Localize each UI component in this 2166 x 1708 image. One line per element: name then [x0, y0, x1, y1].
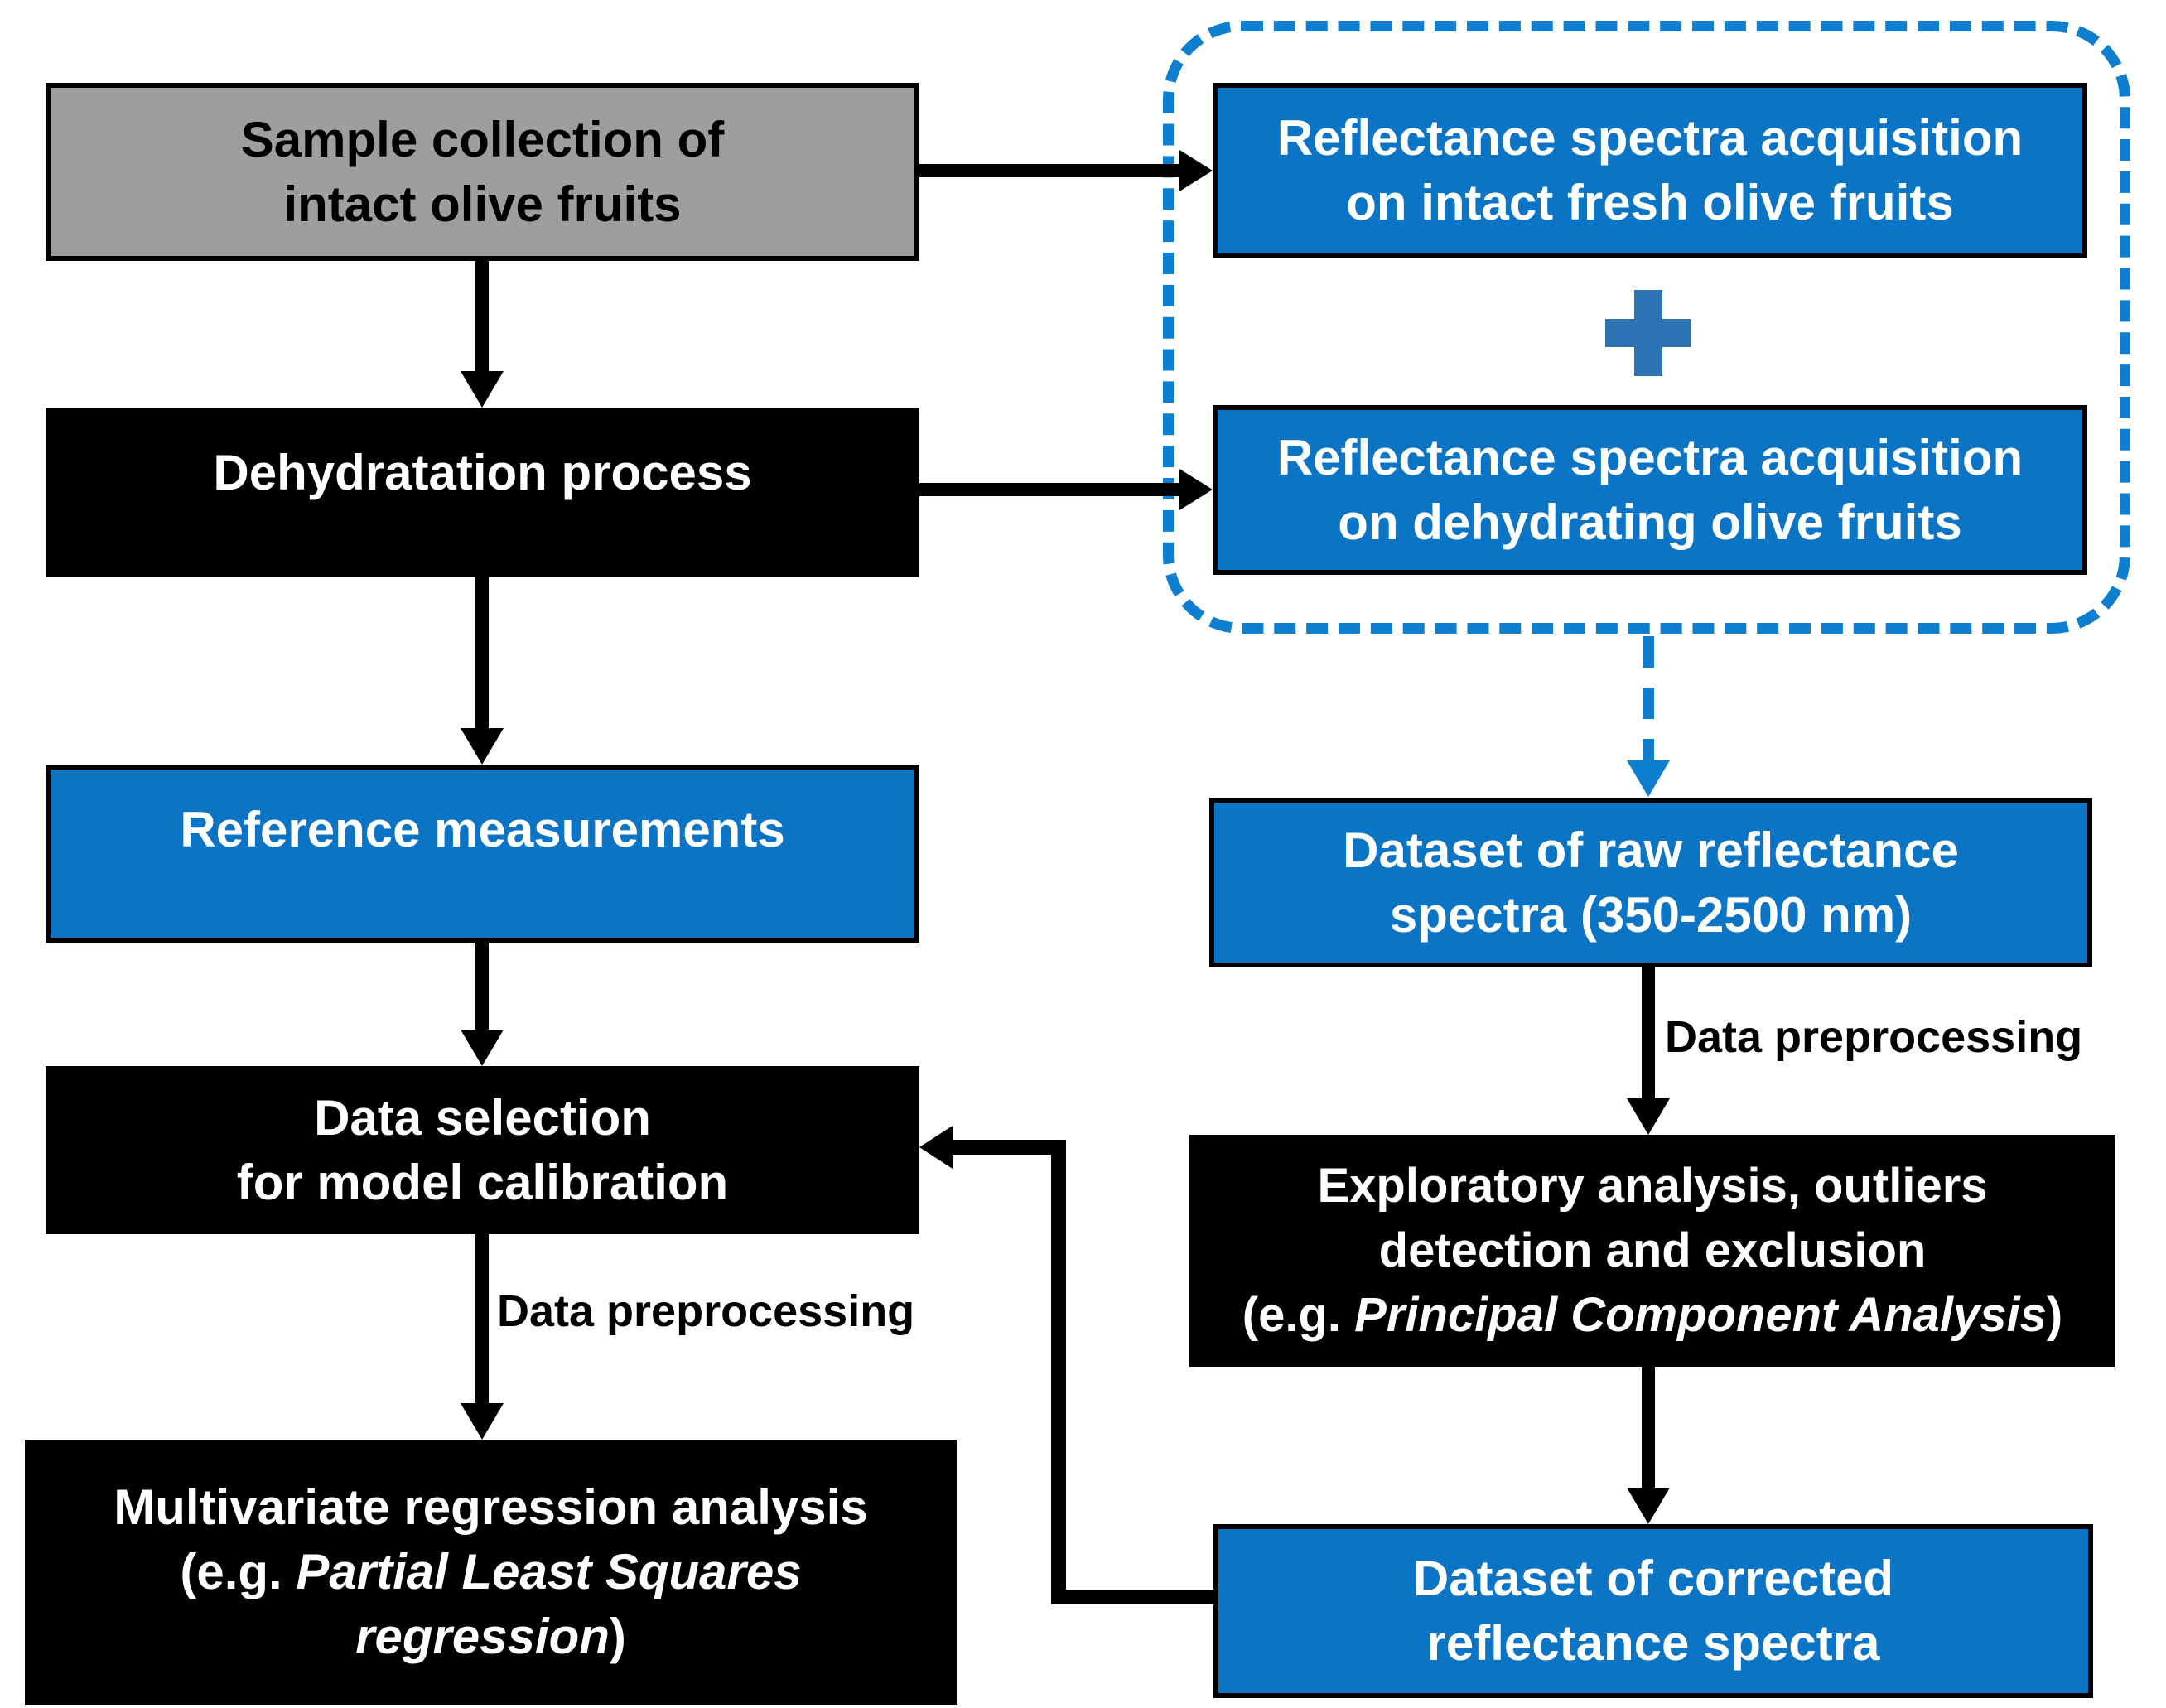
arrow-sample-to-acquisition-head	[1179, 150, 1213, 191]
box-dataset-raw-line1: Dataset of raw reflectance	[1343, 822, 1959, 878]
box-sample-collection-line1: Sample collection of	[240, 111, 725, 167]
arrow-raw-to-exploratory-stem	[1642, 967, 1655, 1100]
box-dataset-corrected-line1: Dataset of corrected	[1412, 1551, 1894, 1606]
arrow-sample-to-dehydratation-head	[461, 371, 504, 408]
box-exploratory-analysis-line2: detection and exclusion	[1378, 1223, 1927, 1277]
box-sample-collection-line2: intact olive fruits	[283, 176, 682, 232]
box-acquisition-dehydrating: Reflectance spectra acquisition on dehyd…	[1213, 405, 2087, 575]
feedback-arrow-bottom-segment	[1051, 1590, 1213, 1604]
box-acquisition-fresh: Reflectance spectra acquisition on intac…	[1213, 83, 2087, 258]
dashed-arrow-group-to-raw-stem	[1643, 636, 1654, 762]
arrow-exploratory-to-corrected-stem	[1642, 1367, 1655, 1489]
box-dataset-corrected-line2: reflectance spectra	[1426, 1615, 1880, 1671]
box-exploratory-analysis-line3: (e.g. Principal Component Analysis)	[1242, 1288, 2063, 1342]
label-data-preprocessing-right: Data preprocessing	[1665, 1012, 2083, 1062]
arrow-sample-to-dehydratation-stem	[475, 261, 489, 373]
box-dataset-corrected: Dataset of corrected reflectance spectra	[1213, 1524, 2093, 1698]
box-acquisition-dehydrating-line1: Reflectance spectra acquisition	[1276, 429, 2024, 485]
arrow-raw-to-exploratory-head	[1627, 1098, 1670, 1135]
box-multivariate-regression-line3: regression)	[355, 1609, 626, 1664]
box-acquisition-fresh-line1: Reflectance spectra acquisition	[1276, 110, 2024, 166]
box-data-selection: Data selection for model calibration	[46, 1066, 919, 1234]
box-exploratory-analysis-line1: Exploratory analysis, outliers	[1317, 1159, 1988, 1213]
arrow-dehydratation-to-reference-stem	[475, 577, 489, 730]
plus-icon	[1605, 290, 1691, 376]
plus-icon-vertical-bar	[1634, 290, 1662, 376]
arrow-dehydratation-to-reference-head	[461, 728, 504, 765]
arrow-dehydratation-to-acquisition-head	[1179, 469, 1213, 510]
arrow-selection-to-multivariate-stem	[475, 1234, 489, 1405]
feedback-arrow-vertical-segment	[1051, 1140, 1066, 1604]
arrow-dehydratation-to-acquisition-stem	[919, 483, 1181, 496]
box-multivariate-regression: Multivariate regression analysis (e.g. P…	[25, 1440, 957, 1705]
label-data-preprocessing-left: Data preprocessing	[497, 1286, 915, 1336]
box-sample-collection: Sample collection of intact olive fruits	[46, 83, 919, 261]
arrow-reference-to-selection-stem	[475, 943, 489, 1031]
box-dehydratation-process: Dehydratation process	[46, 408, 919, 577]
feedback-arrow-head	[919, 1126, 953, 1169]
dashed-arrow-group-to-raw-head	[1627, 760, 1670, 797]
box-acquisition-dehydrating-line2: on dehydrating olive fruits	[1338, 494, 1962, 550]
arrow-exploratory-to-corrected-head	[1627, 1488, 1670, 1524]
box-dataset-raw-line2: spectra (350-2500 nm)	[1389, 886, 1913, 943]
box-data-selection-line1: Data selection	[314, 1089, 651, 1146]
box-multivariate-regression-line2: (e.g. Partial Least Squares	[180, 1544, 802, 1599]
box-reference-measurements-line1: Reference measurements	[180, 802, 785, 857]
arrow-selection-to-multivariate-head	[461, 1403, 504, 1440]
box-dehydratation-process-line1: Dehydratation process	[213, 445, 752, 500]
feedback-arrow-top-segment	[951, 1140, 1066, 1155]
arrow-reference-to-selection-head	[461, 1030, 504, 1066]
box-reference-measurements: Reference measurements	[46, 765, 919, 943]
box-dataset-raw: Dataset of raw reflectance spectra (350-…	[1209, 798, 2092, 967]
box-exploratory-analysis: Exploratory analysis, outliers detection…	[1189, 1135, 2115, 1367]
box-acquisition-fresh-line2: on intact fresh olive fruits	[1346, 175, 1954, 230]
box-multivariate-regression-line1: Multivariate regression analysis	[113, 1479, 868, 1535]
arrow-sample-to-acquisition-stem	[919, 164, 1181, 177]
box-data-selection-line2: for model calibration	[236, 1154, 729, 1210]
